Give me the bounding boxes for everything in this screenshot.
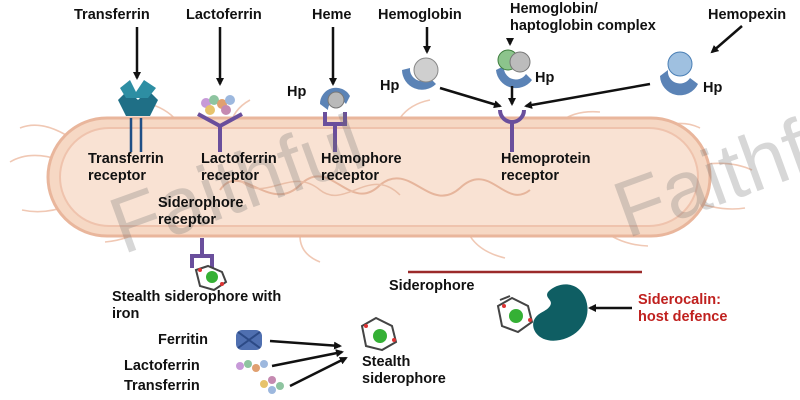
label-lactoferrin: Lactoferrin [186, 7, 262, 23]
label-heme: Heme [312, 7, 352, 23]
siderocalin-protein [533, 284, 588, 341]
hemophore-receptor-shape [319, 87, 350, 152]
lactoferrin-protein-bottom [236, 360, 268, 372]
stealth-siderophore-iron-molecule [194, 264, 228, 292]
label-hemoglobin-haptoglobin-complex: Hemoglobin/ haptoglobin complex [510, 1, 656, 34]
hemoglobin-hp [402, 57, 439, 90]
hemopexin-protein [660, 51, 698, 96]
lactoferrin-receptor-shape [197, 112, 243, 152]
label-hp-heme: Hp [287, 84, 307, 100]
label-hemoprotein-receptor: Hemoprotein receptor [501, 151, 591, 184]
label-transferrin-receptor: Transferrin receptor [88, 151, 164, 184]
label-siderocalin: Siderocalin: host defence [638, 292, 728, 325]
label-siderophore: Siderophore [389, 278, 475, 294]
stealth-siderophore-molecule [360, 316, 398, 352]
siderophore-receptor-shape [190, 238, 214, 268]
hemoprotein-arrows [439, 82, 651, 109]
top-arrows [133, 25, 743, 86]
ferritin-protein [236, 330, 262, 350]
lactoferrin-protein [201, 95, 235, 115]
hemoglobin-haptoglobin-complex [496, 49, 532, 89]
transferrin-receptor-shape [118, 80, 158, 152]
label-transferrin: Transferrin [74, 7, 150, 23]
label-stealth-siderophore: Stealth siderophore [362, 354, 446, 387]
label-stealth-siderophore-with-iron: Stealth siderophore with iron [112, 289, 282, 322]
label-hp-complex: Hp [535, 70, 555, 86]
transferrin-protein-bottom [260, 376, 284, 394]
label-ferritin: Ferritin [158, 332, 208, 348]
label-hp-hemoglobin: Hp [380, 78, 400, 94]
label-transferrin-bottom: Transferrin [124, 378, 200, 394]
bottom-arrows [269, 339, 348, 388]
label-lactoferrin-receptor: Lactoferrin receptor [201, 151, 277, 184]
label-siderophore-receptor: Siderophore receptor [158, 195, 244, 228]
label-hemopexin: Hemopexin [708, 7, 787, 23]
label-hemoglobin: Hemoglobin [378, 7, 462, 23]
siderophore-molecule [496, 295, 534, 334]
bacterial-cell [46, 116, 712, 238]
hemoprotein-receptor-shape [498, 109, 526, 152]
label-hp-hemopexin: Hp [703, 80, 723, 96]
label-hemophore-receptor: Hemophore receptor [321, 151, 402, 184]
label-lactoferrin-bottom: Lactoferrin [124, 358, 200, 374]
